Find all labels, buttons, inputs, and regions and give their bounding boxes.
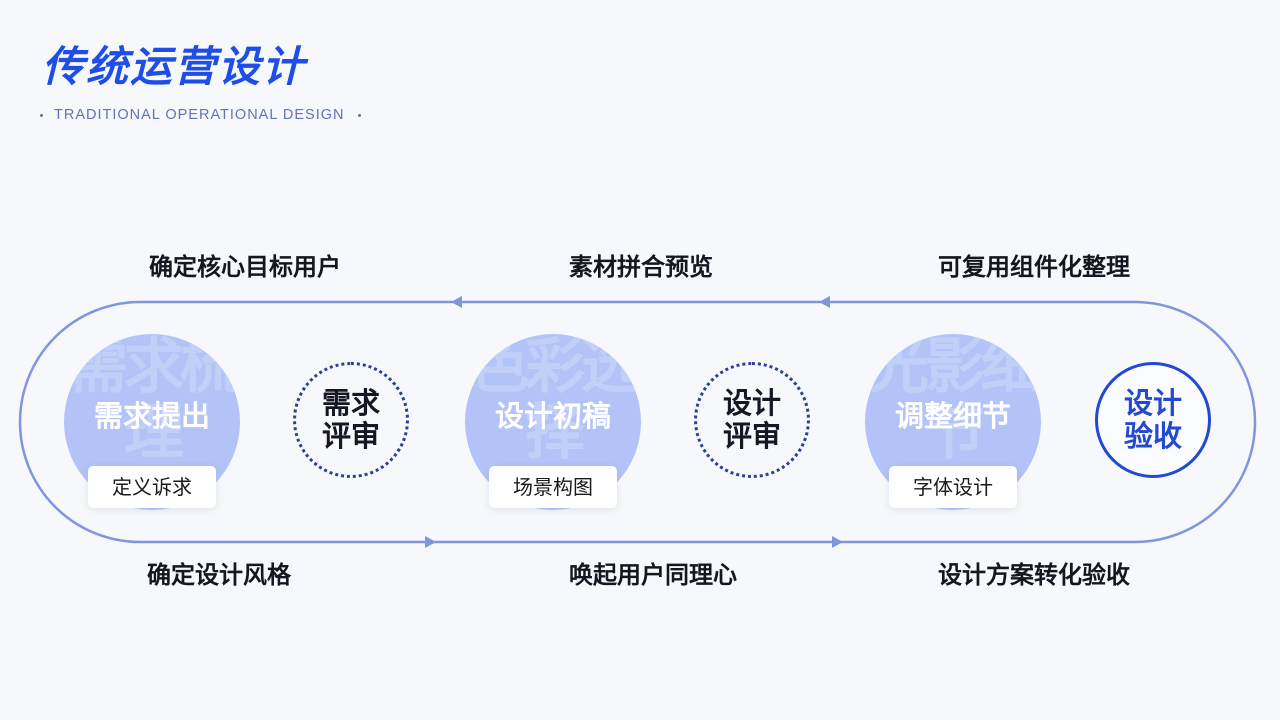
review-text-line-1: 设计 [1123,386,1182,420]
bottom-label-2: 唤起用户同理心 [569,561,737,589]
phase-title: 需求提出 [93,399,210,433]
phase-watermark-text: 光影细节 [869,334,1041,468]
bottom-label-1: 确定设计风格 [147,561,291,589]
phase-watermark-text: 色彩选择 [469,334,641,468]
arrow-top-left [451,296,462,308]
review-circle-design: 设计 评审 [694,362,810,478]
review-text-line-2: 评审 [321,419,380,453]
page-title: 传统运营设计 [42,42,307,91]
review-text-line-2: 验收 [1123,419,1182,453]
subtitle-dot-left [40,113,43,117]
phase-watermark-text: 需求梳理 [68,334,240,468]
arrow-bottom-left [425,536,436,548]
page-subtitle: TRADITIONAL OPERATIONAL DESIGN [40,105,371,125]
review-text-line-1: 需求 [321,386,380,420]
acceptance-circle: 设计 验收 [1095,362,1211,478]
bottom-label-3: 设计方案转化验收 [938,561,1130,589]
arrow-bottom-right [832,536,843,548]
top-label-3: 可复用组件化整理 [938,253,1130,281]
review-text-line-1: 设计 [722,386,781,420]
arrow-top-right [819,296,830,308]
top-label-1: 确定核心目标用户 [149,253,341,281]
phase-tag: 字体设计 [889,466,1017,508]
review-circle-requirement: 需求 评审 [293,362,409,478]
phase-tag: 场景构图 [489,466,617,508]
phase-tag: 定义诉求 [88,466,216,508]
review-text-line-2: 评审 [722,419,781,453]
phase-title: 设计初稿 [494,399,611,433]
top-label-2: 素材拼合预览 [569,253,713,281]
phase-title: 调整细节 [894,399,1011,433]
page-subtitle-text: TRADITIONAL OPERATIONAL DESIGN [54,107,345,123]
subtitle-dot-right [357,113,361,117]
